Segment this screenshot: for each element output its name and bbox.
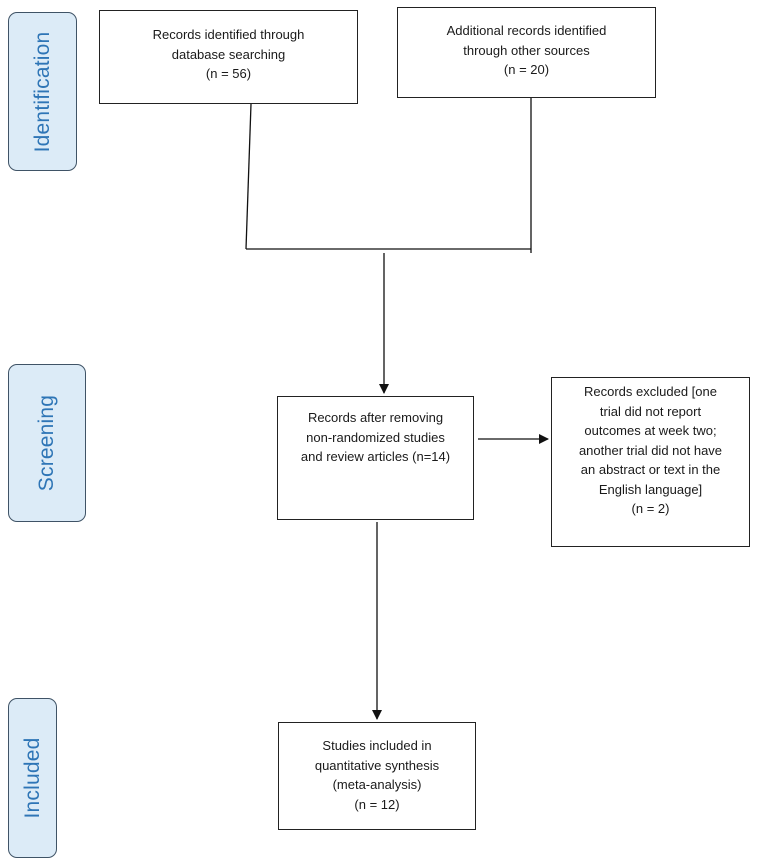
box-line: non-randomized studies [306, 429, 445, 445]
box-line: and review articles (n=14) [300, 449, 451, 464]
box-line: another trial did not have [578, 442, 723, 458]
box-line: Additional records identified [446, 23, 607, 38]
phase-label-included: Included [8, 698, 57, 858]
box-line: quantitative synthesis [314, 757, 440, 773]
box-studies-included: Studies included in quantitative synthes… [278, 722, 476, 830]
box-line: Records identified through [152, 27, 305, 42]
phase-label-screening: Screening [8, 364, 86, 522]
box-records-after-removal: Records after removing non-randomized st… [277, 396, 474, 520]
box-line: an abstract or text in the [580, 462, 721, 477]
box-database-search: Records identified through database sear… [99, 10, 358, 104]
phase-included-text: Included [20, 737, 44, 819]
box-line: outcomes at week two; [584, 423, 717, 438]
box-line: Records after removing [307, 410, 444, 425]
box-line: Records excluded [one [584, 384, 717, 399]
box-line: English language] [598, 481, 703, 497]
box-other-sources: Additional records identified through ot… [397, 7, 656, 98]
box-count: (n = 20) [503, 62, 550, 77]
box-count: (n = 12) [354, 796, 400, 812]
box-count: (n = 2) [631, 501, 670, 516]
connector-db-down [245, 103, 252, 250]
box-line: trial did not report [599, 403, 702, 419]
phase-label-identification: Identification [8, 12, 77, 171]
phase-identification-text: Identification [30, 31, 54, 152]
box-line: Studies included in [322, 738, 432, 753]
box-line: through other sources [463, 42, 590, 58]
box-line: (meta-analysis) [332, 777, 422, 792]
box-count: (n = 56) [205, 66, 252, 81]
phase-screening-text: Screening [35, 394, 58, 492]
box-records-excluded: Records excluded [one trial did not repo… [551, 377, 750, 547]
box-line: database searching [171, 46, 286, 62]
